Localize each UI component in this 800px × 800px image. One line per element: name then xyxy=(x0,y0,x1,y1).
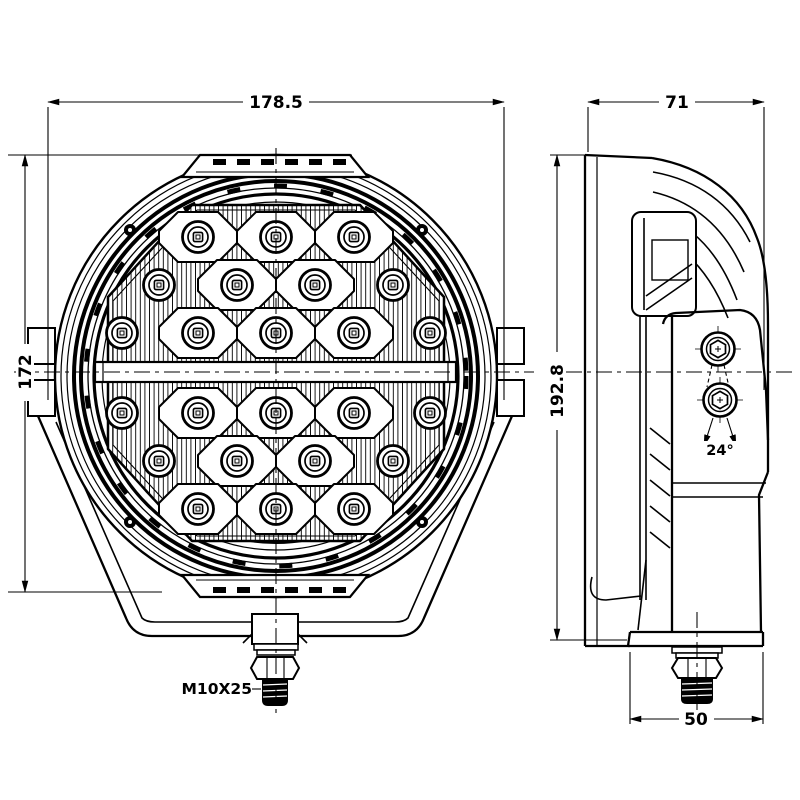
tilt-angle-annotation: 24° xyxy=(702,417,739,459)
bezel-bottom-pad xyxy=(179,573,371,599)
bezel-screws xyxy=(124,224,428,528)
side-base xyxy=(626,630,765,704)
front-view xyxy=(14,148,534,714)
dimensions-layer: 178.5 172 71 192.8 5 xyxy=(8,93,765,730)
side-view: 24° xyxy=(566,153,792,716)
bezel-top-pad xyxy=(179,153,371,179)
side-bracket-bolts xyxy=(693,324,745,425)
bolt-spec-label: M10X25 xyxy=(181,680,252,698)
front-width-label: 178.5 xyxy=(249,93,303,113)
side-bracket: 24° xyxy=(661,308,770,633)
dim-front-width: 178.5 xyxy=(47,93,505,400)
side-height-label: 192.8 xyxy=(548,364,568,418)
side-depth-label: 71 xyxy=(665,93,689,113)
front-height-label: 172 xyxy=(16,354,36,390)
side-body xyxy=(583,153,697,648)
bolt-spec-annotation: M10X25 xyxy=(181,680,261,698)
bracket-angle-label: 24° xyxy=(706,443,733,459)
base-width-label: 50 xyxy=(684,710,708,730)
hex-nut xyxy=(249,656,301,680)
dim-side-height: 192.8 xyxy=(548,154,627,641)
bracket-channel xyxy=(631,211,697,317)
dim-base-width: 50 xyxy=(629,652,764,730)
front-mount-bolt-assembly xyxy=(242,613,308,706)
dim-front-height: 172 xyxy=(8,154,352,593)
side-vent-slats xyxy=(649,427,671,549)
threaded-stud xyxy=(262,679,288,706)
dim-side-depth: 71 xyxy=(587,93,765,390)
